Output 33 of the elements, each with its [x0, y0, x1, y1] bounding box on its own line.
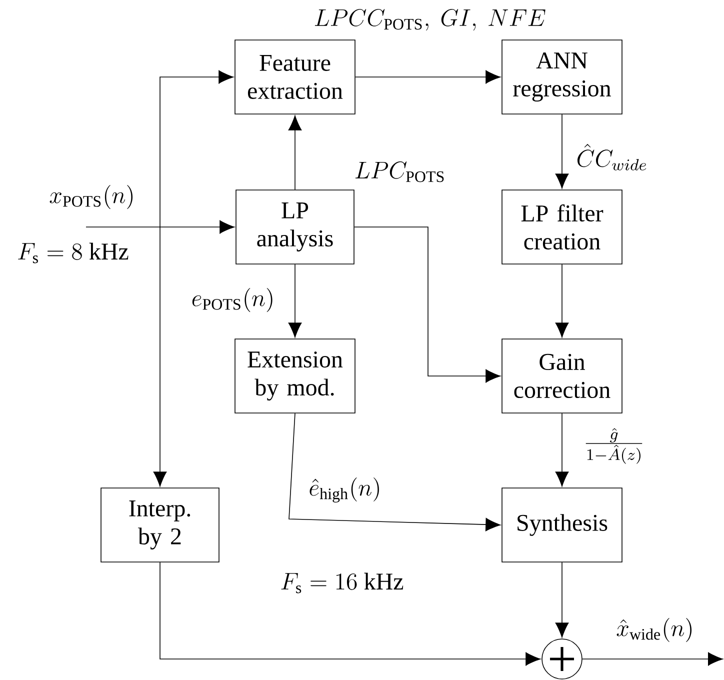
sampling-rate-label: $F_{\mathrm{s}} = 8\ \mathrm{kHz}$ — [18, 242, 128, 264]
arrow — [582, 652, 723, 666]
edge-label: $\hat{x}_{\mathrm{wide}}(n)$ — [614, 616, 696, 644]
arrow — [355, 70, 501, 84]
arrow — [153, 226, 167, 487]
process-box: LP analysis — [236, 190, 354, 264]
arrow — [354, 226, 501, 383]
arrow — [555, 562, 569, 638]
arrow — [555, 114, 569, 189]
arrow — [555, 264, 569, 338]
edge-label: $LPCC_{\mathrm{POTS}},\ GI,\ NFE$ — [312, 7, 548, 33]
arrow — [160, 70, 234, 228]
arrow — [288, 115, 302, 190]
arrow — [288, 264, 302, 338]
arrow — [555, 413, 569, 487]
arrow — [288, 413, 501, 532]
edge-label: $e_{\mathrm{POTS}}(n)$ — [189, 286, 277, 314]
edge-label: $x_{\mathrm{POTS}}(n)$ — [47, 183, 137, 211]
process-box: Interp. by 2 — [100, 488, 220, 562]
edge-label: $\hat{C}C_{wide}$ — [574, 142, 650, 172]
sampling-rate-label: $F_{\mathrm{s}} = 16\ \mathrm{kHz}$ — [281, 572, 404, 594]
process-box: LP filter creation — [502, 190, 622, 264]
summing-junction — [542, 638, 582, 680]
process-box: ANN regression — [502, 40, 622, 114]
edge-label: $\frac{\hat{g}}{1-\hat{A}(z)}$ — [581, 426, 647, 466]
edge-label: $LPC_{\mathrm{POTS}}$ — [352, 160, 448, 184]
arrow — [86, 220, 235, 234]
process-box: Gain correction — [502, 338, 622, 414]
process-box: Feature extraction — [234, 40, 356, 114]
edge-label: $\hat{e}_{\mathrm{high}}(n)$ — [306, 475, 384, 505]
process-box: Extension by mod. — [234, 338, 356, 414]
arrow — [160, 562, 541, 666]
process-box: Synthesis — [502, 488, 622, 562]
